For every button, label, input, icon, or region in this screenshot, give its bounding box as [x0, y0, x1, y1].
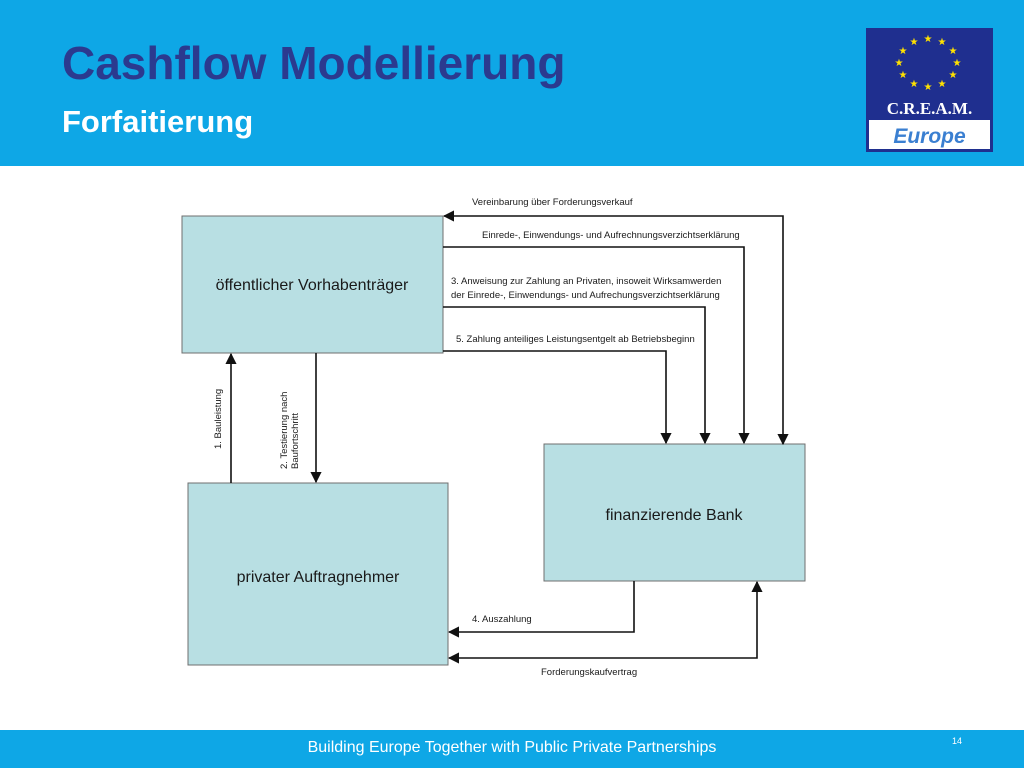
edge-label: Einrede-, Einwendungs- und Aufrechnungsv…	[482, 230, 740, 241]
edge-forderungskauf: Forderungskaufvertrag	[447, 580, 763, 678]
node-label: privater Auftragnehmer	[237, 569, 400, 586]
node-vorhabentraeger: öffentlicher Vorhabenträger	[181, 215, 444, 354]
edge-label: 5. Zahlung anteiliges Leistungsentgelt a…	[456, 334, 695, 345]
svg-text:★: ★	[895, 58, 904, 69]
eu-stars-icon: ★ ★ ★ ★ ★ ★ ★ ★ ★ ★ ★ ★	[895, 34, 962, 93]
edge-anweisung: 3. Anweisung zur Zahlung an Privaten, in…	[443, 276, 721, 445]
svg-text:★: ★	[938, 79, 947, 90]
edge-label: Baufortschritt	[290, 413, 301, 469]
svg-text:★: ★	[938, 37, 947, 48]
edge-auszahlung: 4. Auszahlung	[447, 581, 635, 638]
node-label: öffentlicher Vorhabenträger	[216, 277, 409, 294]
node-label: finanzierende Bank	[606, 507, 744, 524]
edge-label: 4. Auszahlung	[472, 614, 532, 625]
svg-text:★: ★	[899, 70, 908, 81]
edge-label: 1. Bauleistung	[213, 389, 224, 449]
svg-text:★: ★	[924, 34, 933, 45]
slide-subtitle: Forfaitierung	[62, 104, 254, 139]
svg-text:★: ★	[899, 46, 908, 57]
svg-text:★: ★	[924, 82, 933, 93]
edge-label: Vereinbarung über Forderungsverkauf	[472, 197, 633, 208]
footer-text: Building Europe Together with Public Pri…	[307, 739, 717, 756]
svg-text:★: ★	[949, 46, 958, 57]
logo-band	[869, 120, 990, 149]
edge-einrede: Einrede-, Einwendungs- und Aufrechnungsv…	[443, 230, 750, 445]
slide-header: Cashflow Modellierung Forfaitierung ★ ★ …	[0, 0, 1024, 166]
svg-text:★: ★	[949, 70, 958, 81]
node-auftragnehmer: privater Auftragnehmer	[187, 482, 449, 666]
edge-label: Forderungskaufvertrag	[541, 667, 637, 678]
edge-vereinbarung: Vereinbarung über Forderungsverkauf	[442, 197, 789, 446]
logo-europe-text: Europe	[893, 125, 966, 148]
edge-label: 3. Anweisung zur Zahlung an Privaten, in…	[451, 276, 721, 287]
svg-text:★: ★	[910, 37, 919, 48]
edge-testierung: 2. Testierung nach Baufortschritt	[279, 353, 322, 484]
page-number: 14	[952, 736, 963, 746]
svg-text:★: ★	[953, 58, 962, 69]
edge-bauleistung: 1. Bauleistung	[213, 352, 237, 483]
slide-title: Cashflow Modellierung	[62, 37, 566, 89]
edge-label: 2. Testierung nach	[279, 392, 290, 469]
edge-zahlung: 5. Zahlung anteiliges Leistungsentgelt a…	[443, 334, 695, 445]
slide-footer: Building Europe Together with Public Pri…	[0, 730, 1024, 768]
node-bank: finanzierende Bank	[543, 443, 806, 582]
logo-cream-text: C.R.E.A.M.	[887, 99, 972, 118]
svg-text:★: ★	[910, 79, 919, 90]
edge-label: der Einrede-, Einwendungs- und Aufrechun…	[451, 290, 720, 301]
cream-europe-logo: ★ ★ ★ ★ ★ ★ ★ ★ ★ ★ ★ ★ C.R.E.A.M. Europ…	[866, 28, 993, 152]
